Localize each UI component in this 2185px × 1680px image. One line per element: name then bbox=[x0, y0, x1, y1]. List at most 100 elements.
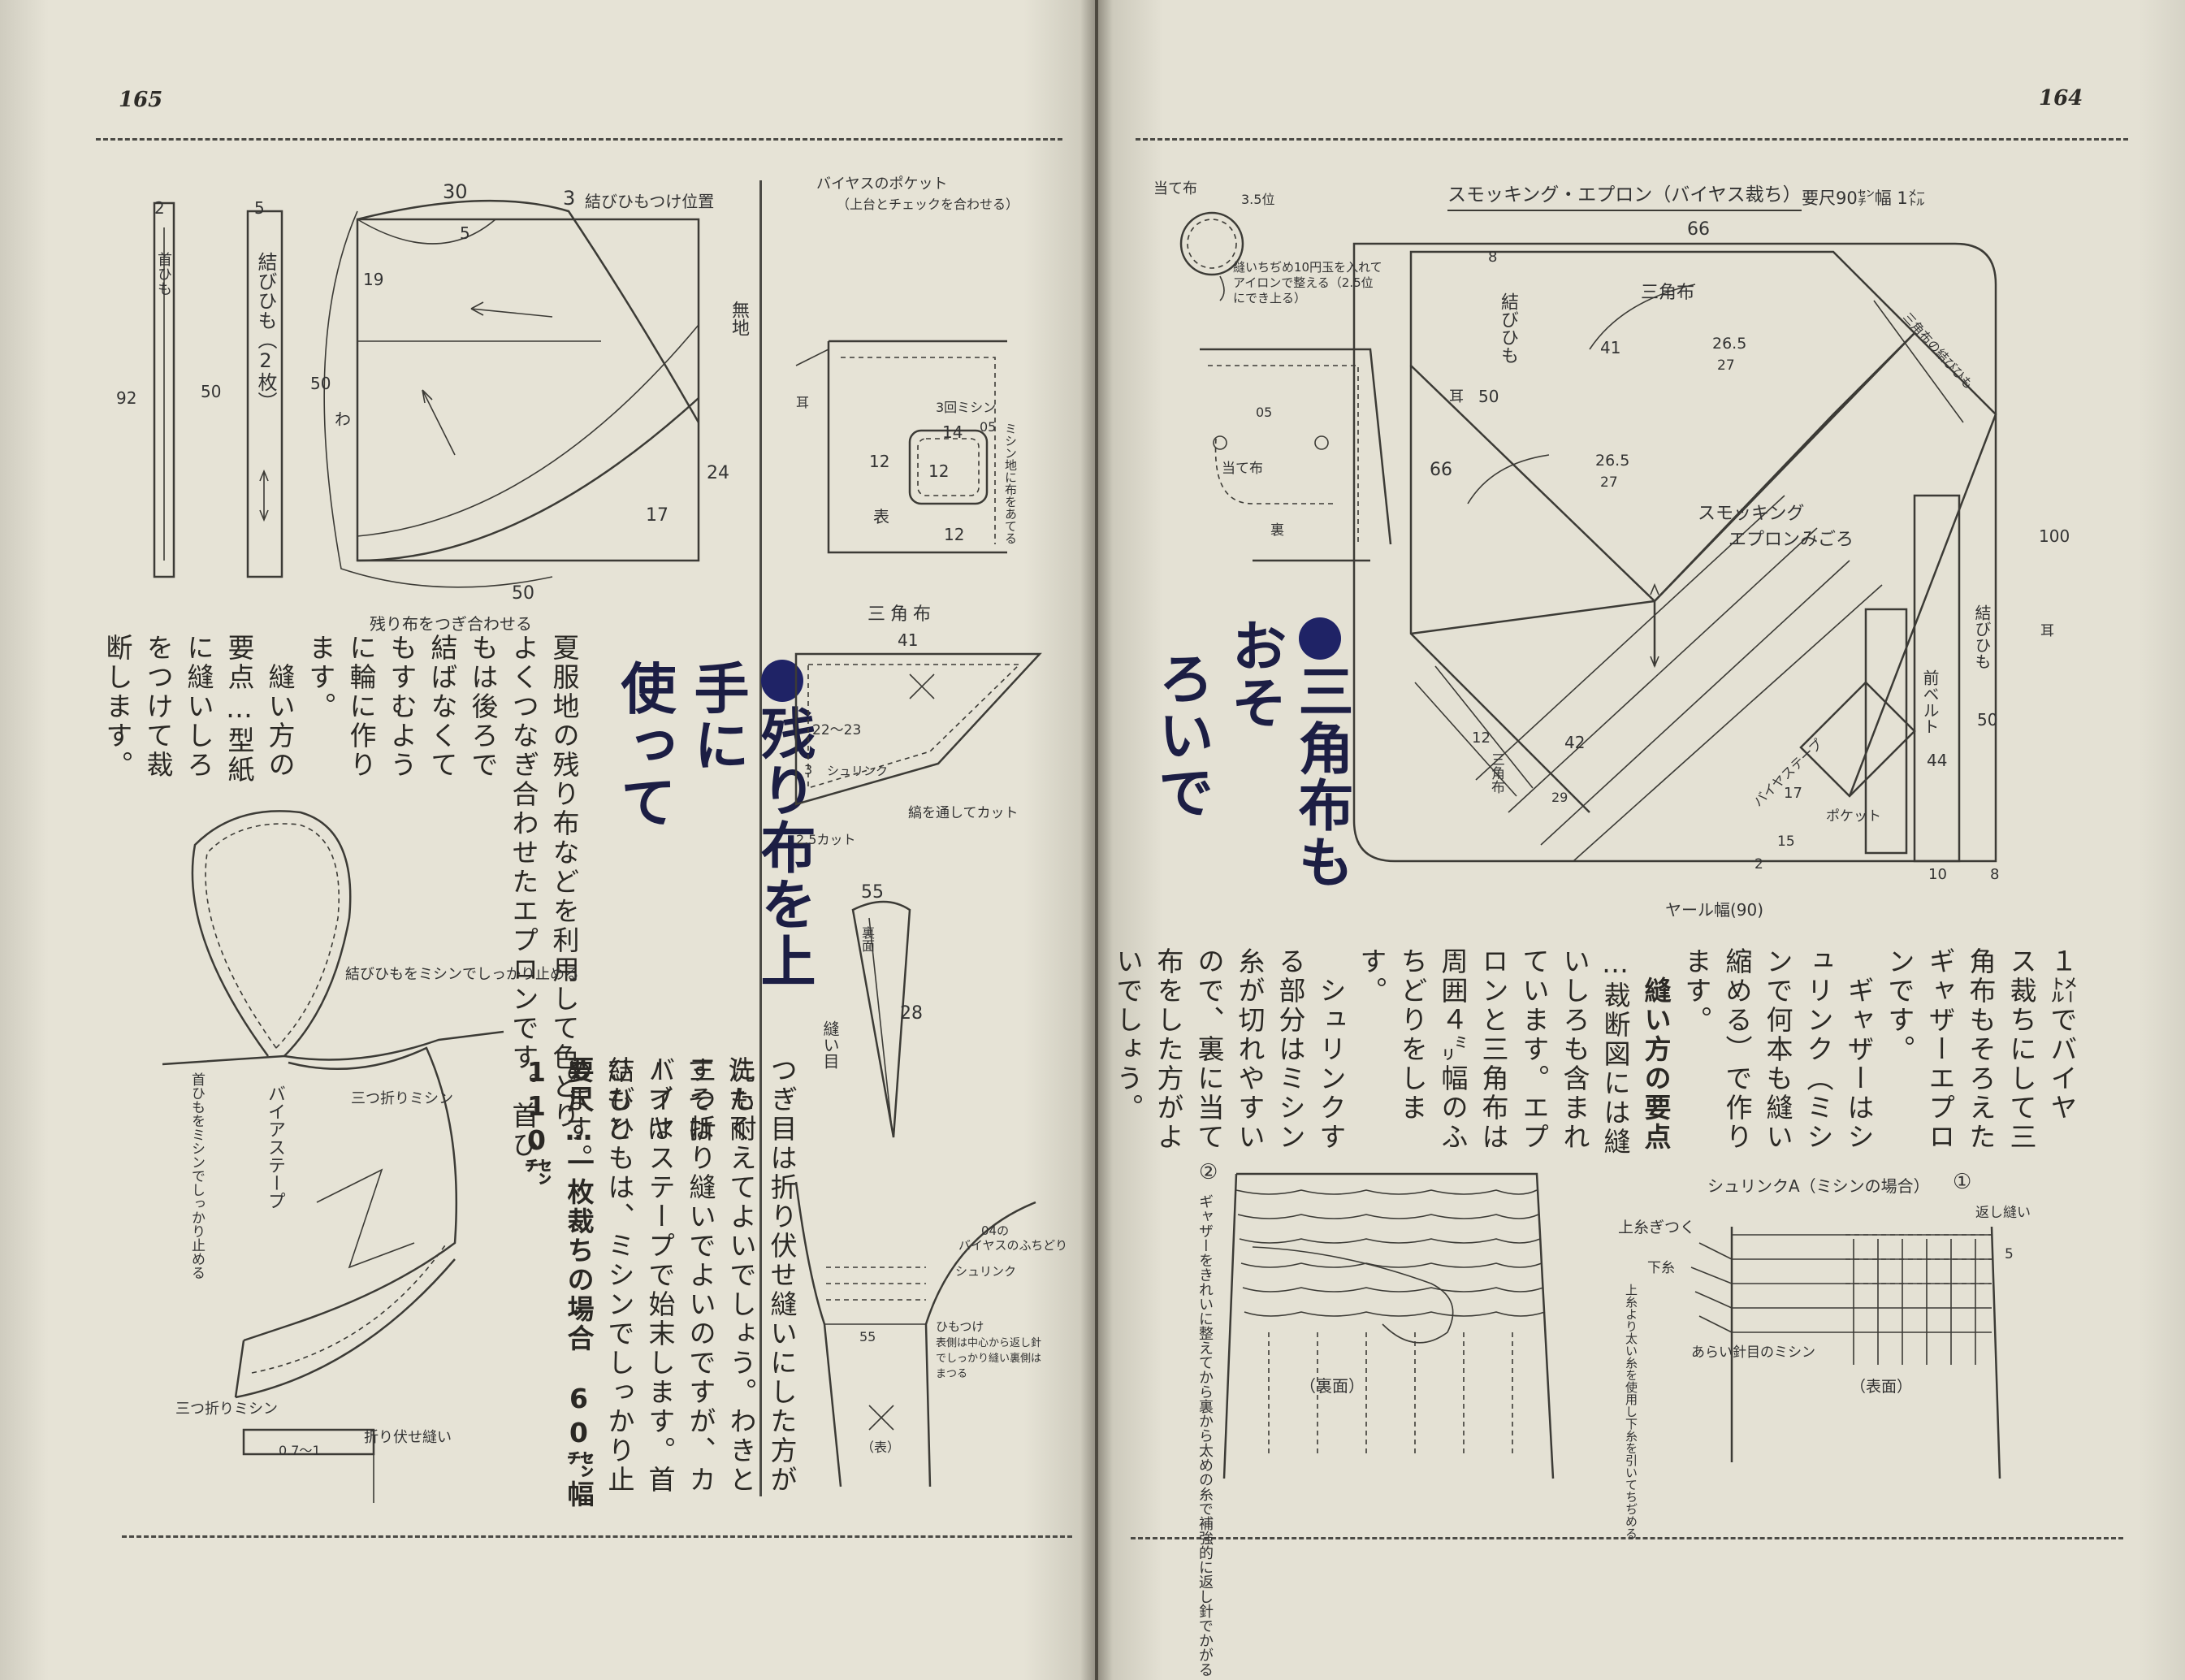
apron-body-label: エプロンみごろ bbox=[1729, 530, 1854, 550]
yard-width-label: ヤール幅(90) bbox=[1665, 900, 1764, 920]
left-text-col-3: もは後ろで bbox=[467, 634, 499, 780]
pattern-title: スモッキング・エプロン（バイヤス裁ち） bbox=[1447, 179, 1802, 211]
tie-attach-label: ひもつけ bbox=[936, 1319, 984, 1334]
left-text-col-4: 結ばなくて bbox=[426, 634, 458, 780]
right-text-col-13: いしろも含まれ bbox=[1559, 947, 1590, 1152]
stripe-cut-label: 縞を通してカット bbox=[908, 805, 1019, 821]
bullet-dot-right bbox=[1299, 617, 1341, 660]
shrink-label: シュリンク bbox=[827, 764, 889, 778]
left-text-col-2: よくつなぎ合わせたエプロンです。首ひ bbox=[508, 634, 539, 1160]
dim-05-right: 05 bbox=[1256, 405, 1273, 420]
dim-22-23: 22〜23 bbox=[812, 722, 862, 738]
triangle-cloth-title: 三角布 bbox=[868, 604, 937, 625]
dim-5: 5 bbox=[254, 198, 265, 218]
right-text-col-3: 角布もそろえた bbox=[1965, 947, 1997, 1152]
bottom-rule-right bbox=[1131, 1537, 2123, 1539]
dim-07: 0.7〜1 bbox=[279, 1443, 321, 1458]
dim-35: 3.5位 bbox=[1241, 192, 1275, 207]
tie-label-right-2: 結びひも bbox=[1972, 604, 1992, 669]
cut-25: 2.5カット bbox=[796, 832, 856, 847]
triangle-label-right-2: 三角布 bbox=[1488, 752, 1504, 794]
bodice-corner-diagram bbox=[1200, 348, 1392, 562]
heading-right-1: 三角布もおそ bbox=[1222, 617, 1352, 890]
right-text-col-12: …裁断図には縫 bbox=[1599, 947, 1631, 1157]
dim-50c: 50 bbox=[512, 583, 534, 604]
right-text-col-20: る部分はミシン bbox=[1274, 947, 1306, 1152]
dim-100: 100 bbox=[2039, 526, 2070, 546]
dim-14: 14 bbox=[942, 422, 963, 442]
left-text-b-3: 三つ折り縫いでよいのですが、カーブは bbox=[643, 1056, 716, 1495]
right-text-col-2: ス裁ちにして三 bbox=[2005, 947, 2037, 1152]
bias-tape-label: バイアステープ bbox=[265, 1085, 285, 1210]
upper-thread-label: 上糸ぎつく bbox=[1618, 1219, 1696, 1236]
dim-17-right: 17 bbox=[1784, 785, 1802, 802]
left-text-b-1: つぎ目は折り伏せ縫いにした方が洗たく bbox=[724, 1056, 798, 1495]
shrink-label-2: シュリンク bbox=[955, 1264, 1017, 1279]
backstitch-label: 返し縫い bbox=[1975, 1205, 2031, 1221]
right-text-col-8: ンで何本も縫い bbox=[1762, 947, 1793, 1152]
pocket-note: ミシン地に布をあてる bbox=[1003, 422, 1018, 544]
right-text-col-10: ます。 bbox=[1681, 947, 1712, 1035]
tie-stitch-label: 結びひもをミシンでしっかり止める bbox=[345, 966, 579, 983]
dim-12b: 12 bbox=[928, 461, 950, 481]
left-text-col-8: 縫い方の bbox=[264, 634, 296, 780]
left-page: 165 2 5 結びひも（2枚） 首ひも 30 3 結びひもつけ位置 5 19 bbox=[0, 0, 1095, 1680]
triple-fold-label-1: 三つ折りミシン bbox=[351, 1090, 453, 1107]
smocking-back-figure bbox=[1222, 1172, 1555, 1479]
triangle-cloth-diagram bbox=[794, 652, 1042, 806]
triangle-label-right: 三角布 bbox=[1641, 283, 1695, 303]
shrink-a-figure bbox=[1690, 1226, 2001, 1479]
right-text-col-1: １㍍でバイヤ bbox=[2046, 947, 2078, 1123]
right-text-col-11: 縫い方の要点 bbox=[1640, 947, 1672, 1152]
neck-strap-label: 首ひも bbox=[155, 252, 172, 296]
tie-strap-label: 結びひも（2枚） bbox=[254, 252, 277, 411]
dim-26-5a: 26.5 bbox=[1712, 335, 1747, 353]
bias-pocket-note: （上台とチェックを合わせる） bbox=[837, 197, 1019, 212]
left-text-col-6: に輪に作り bbox=[345, 634, 377, 780]
page-number-left: 165 bbox=[119, 88, 163, 112]
left-text-b-5: 結びひもは、ミシンでしっかり止めます。 bbox=[561, 1056, 635, 1495]
dim-5-right: 5 bbox=[2005, 1246, 2014, 1262]
dim-19: 19 bbox=[363, 270, 384, 289]
dim-27a: 27 bbox=[1717, 357, 1735, 374]
scrap-join-label: 残り布をつぎ合わせる bbox=[370, 614, 532, 634]
dim-66a: 66 bbox=[1687, 219, 1710, 240]
front-side-caption: （表面） bbox=[1850, 1378, 1913, 1396]
dim-42: 42 bbox=[1564, 733, 1586, 752]
left-text-b-6: 要尺…一枚裁ちの場合 60㌢幅110㌢ bbox=[521, 1056, 595, 1509]
right-text-col-17: ちどりをしま bbox=[1396, 947, 1428, 1123]
right-text-col-7: ュリンク（ミシ bbox=[1802, 947, 1834, 1152]
right-text-col-15: ロンと三角布は bbox=[1478, 947, 1509, 1152]
thread-note: 上糸より太い糸を使用し下糸を引いてちぢめる bbox=[1624, 1284, 1638, 1539]
left-text-col-7: ます。 bbox=[305, 634, 336, 721]
dim-8b: 8 bbox=[1990, 866, 2000, 883]
right-text-col-18: す。 bbox=[1356, 947, 1387, 1006]
yardage-label: 要尺90㌢幅 1㍍ bbox=[1802, 188, 1925, 208]
fold-label: わ bbox=[335, 409, 351, 429]
dim-30: 30 bbox=[443, 180, 468, 203]
left-text-b-2: にも耐えてよいでしょう。わきとすそは bbox=[683, 1056, 757, 1495]
back-side-label: 裏面 bbox=[859, 926, 875, 952]
left-text-col-1: 夏服地の残り布などを利用して色どり bbox=[548, 634, 580, 1131]
smocking-label: スモッキング bbox=[1698, 504, 1805, 524]
tie-label-right: 結びひも bbox=[1498, 292, 1518, 364]
shrink-a-title: シュリンクA（ミシンの場合） bbox=[1707, 1176, 1930, 1196]
dim-8a: 8 bbox=[1488, 249, 1498, 266]
selvage-label-2: 耳 bbox=[2040, 623, 2054, 639]
left-text-col-10: に縫いしろ bbox=[183, 634, 214, 780]
dim-5b: 5 bbox=[460, 223, 470, 243]
patch-note: 縫いちぢめ10円玉を入れてアイロンで整える（2.5位にでき上る） bbox=[1233, 260, 1382, 305]
dim-05: 05 bbox=[980, 419, 997, 435]
triple-fold-label-2: 三つ折りミシン bbox=[175, 1401, 278, 1418]
back-label: 裏 bbox=[1270, 522, 1284, 539]
dim-3c: 3 bbox=[804, 762, 813, 777]
book-gutter bbox=[1080, 0, 1113, 1680]
right-text-col-24: いでしょう。 bbox=[1112, 947, 1144, 1123]
dim-44: 44 bbox=[1927, 751, 1948, 770]
dim-29: 29 bbox=[1551, 790, 1568, 805]
dim-27b: 27 bbox=[1600, 474, 1618, 491]
dim-15: 15 bbox=[1777, 834, 1795, 850]
bias-pocket-title: バイヤスのポケット bbox=[816, 175, 948, 193]
dim-50b: 50 bbox=[201, 382, 222, 401]
